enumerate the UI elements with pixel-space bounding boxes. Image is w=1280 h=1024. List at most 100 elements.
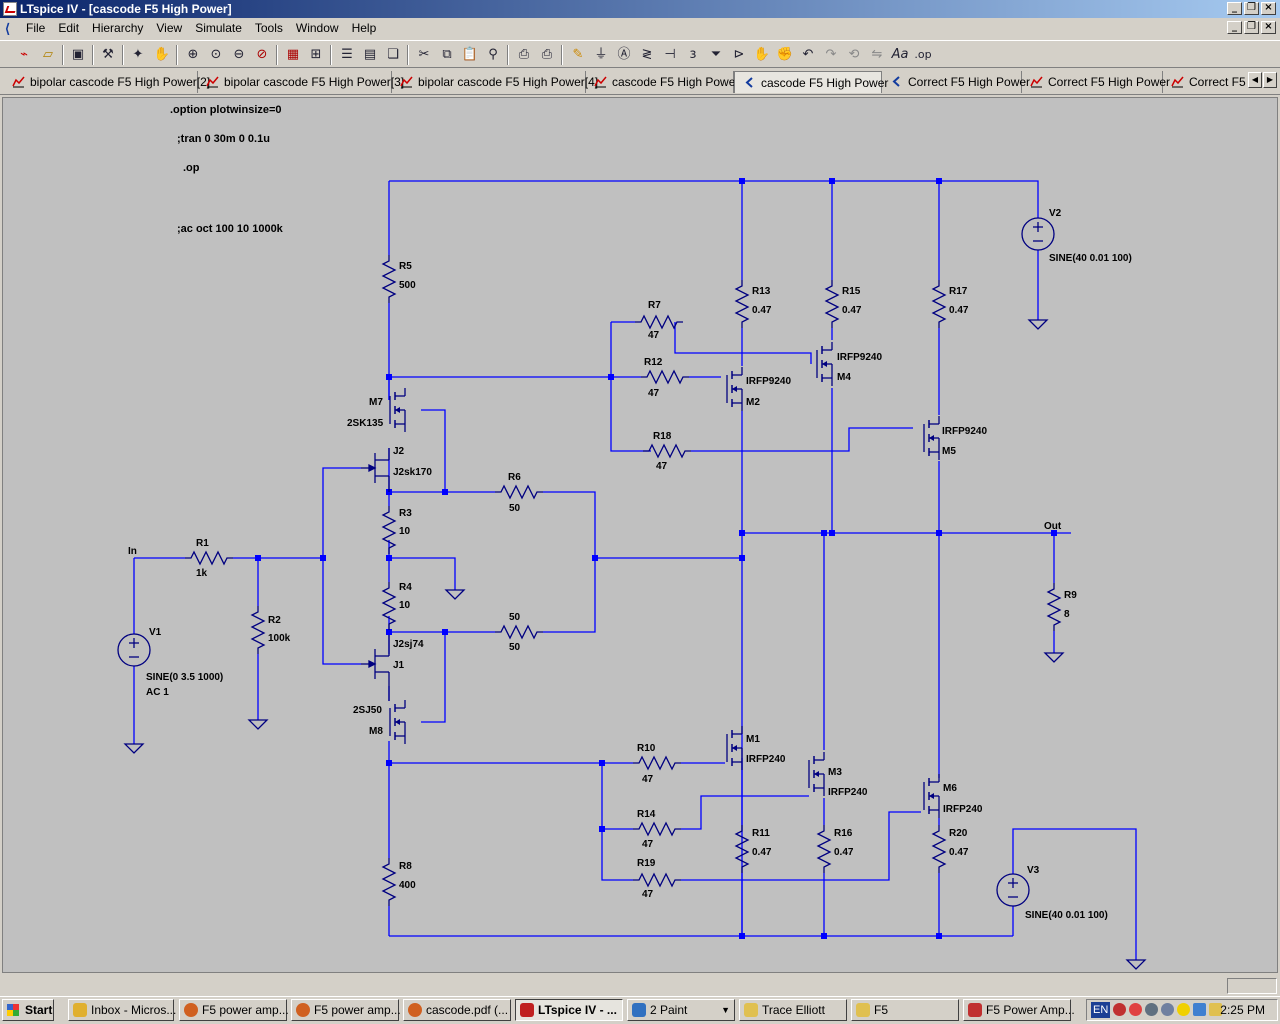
sound-icon[interactable] <box>1161 1003 1174 1016</box>
mosfet-m3[interactable] <box>808 751 825 797</box>
voltage-source-v2[interactable] <box>1021 217 1055 251</box>
control-panel-icon[interactable]: ⚒ <box>102 47 114 62</box>
clock[interactable]: 2:25 PM <box>1220 1003 1265 1017</box>
minimize-button[interactable]: _ <box>1227 2 1242 15</box>
resistor-r1[interactable] <box>184 551 234 565</box>
network-icon[interactable] <box>1145 1003 1158 1016</box>
net-label-out[interactable]: Out <box>1044 521 1062 532</box>
doc-close-button[interactable]: × <box>1261 21 1276 34</box>
jfet-j1[interactable] <box>361 635 390 701</box>
close-button[interactable]: × <box>1261 2 1276 15</box>
resistor-r17[interactable] <box>932 279 946 329</box>
voltage-source-v1[interactable] <box>117 633 151 667</box>
taskbar-item-paint[interactable]: 2 Paint ▼ <box>627 999 735 1021</box>
directive-ac[interactable]: ;ac oct 100 10 1000k <box>177 223 284 235</box>
zoom-in-icon[interactable]: ⊕ <box>187 47 199 62</box>
new-schematic-icon[interactable]: ⌁ <box>20 47 28 62</box>
print-setup-icon[interactable]: ⎙ <box>518 47 530 62</box>
zoom-out-icon[interactable]: ⊖ <box>233 47 245 62</box>
restore-button[interactable]: ❐ <box>1244 2 1259 15</box>
directive-op[interactable]: .op <box>183 162 200 174</box>
resistor-icon[interactable]: ≷ <box>641 47 653 62</box>
display-icon[interactable] <box>1193 1003 1206 1016</box>
open-icon[interactable]: ▱ <box>43 47 53 62</box>
tab-scroll-left-button[interactable]: ◀ <box>1248 72 1262 88</box>
paste-icon[interactable]: 📋 <box>461 47 479 62</box>
start-button[interactable]: Start <box>2 999 54 1021</box>
text-icon[interactable]: Aa <box>891 47 909 62</box>
tab-plot-correct[interactable]: Correct F5 High Power <box>1022 71 1170 93</box>
menu-edit[interactable]: Edit <box>58 21 80 35</box>
save-icon[interactable]: ▣ <box>71 47 85 62</box>
doc-restore-button[interactable]: ❐ <box>1244 21 1259 34</box>
label-net-icon[interactable]: Ⓐ <box>617 47 631 62</box>
folder-tray-icon[interactable] <box>1209 1003 1222 1016</box>
taskbar-item-firefox-1[interactable]: F5 power amp... <box>179 999 289 1021</box>
resistor-r8[interactable] <box>382 857 396 907</box>
menu-file[interactable]: File <box>26 21 46 35</box>
spice-directive-icon[interactable]: .op <box>914 48 932 61</box>
schematic-canvas[interactable]: .option plotwinsize=0 ;tran 0 30m 0 0.1u… <box>2 97 1278 973</box>
menu-help[interactable]: Help <box>351 21 377 35</box>
cascade-icon[interactable]: ❏ <box>387 47 399 62</box>
tab-plot-bipolar-4[interactable]: bipolar cascode F5 High Power[4] <box>392 71 598 93</box>
ground-icon[interactable]: ⏚ <box>594 47 608 62</box>
language-indicator[interactable]: EN <box>1091 1002 1111 1018</box>
autorange-icon[interactable]: ▦ <box>286 47 300 62</box>
resistor-r9[interactable] <box>1047 582 1061 632</box>
resistor-r7[interactable] <box>634 315 684 329</box>
tab-schematic-correct[interactable]: Correct F5 High Power <box>882 71 1030 93</box>
mosfet-m5[interactable] <box>923 415 940 461</box>
drag-icon[interactable]: ✊ <box>776 47 794 62</box>
taskbar-item-trace-elliott[interactable]: Trace Elliott <box>739 999 847 1021</box>
resistor-r12[interactable] <box>640 370 690 384</box>
tab-schematic-cascode[interactable]: cascode F5 High Power <box>734 71 888 93</box>
mosfet-m6[interactable] <box>923 773 940 819</box>
mosfet-m8[interactable] <box>389 699 406 745</box>
mosfet-m2[interactable] <box>726 366 743 412</box>
tab-plot-bipolar-3[interactable]: bipolar cascode F5 High Power[3] <box>198 71 404 93</box>
diode-icon[interactable]: ⏷ <box>710 47 722 62</box>
cut-icon[interactable]: ✂ <box>418 47 430 62</box>
resistor-r5[interactable] <box>382 254 396 304</box>
resistor-r13[interactable] <box>735 279 749 329</box>
zoom-pan-icon[interactable]: ⊙ <box>210 47 222 62</box>
component-icon[interactable]: ⊳ <box>733 47 745 62</box>
mosfet-m7[interactable] <box>389 387 406 433</box>
view-netlist-icon[interactable]: ⊞ <box>310 47 322 62</box>
find-icon[interactable]: ⚲ <box>488 47 498 62</box>
directive-tran[interactable]: ;tran 0 30m 0 0.1u <box>177 133 270 145</box>
resistor-r19[interactable] <box>632 873 682 887</box>
resistor-r20[interactable] <box>932 824 946 874</box>
taskbar-item-firefox-pdf[interactable]: cascode.pdf (... <box>403 999 511 1021</box>
capacitor-icon[interactable]: ⊣ <box>664 47 676 62</box>
taskbar-item-firefox-2[interactable]: F5 power amp... <box>291 999 401 1021</box>
menu-tools[interactable]: Tools <box>254 21 283 35</box>
tab-plot-correct-f5[interactable]: Correct F5 <box>1163 71 1247 93</box>
print-icon[interactable]: ⎙ <box>541 47 553 62</box>
taskbar-item-f5-folder[interactable]: F5 <box>851 999 959 1021</box>
resistor-r10[interactable] <box>632 756 682 770</box>
antivirus-icon[interactable] <box>1129 1003 1142 1016</box>
taskbar-item-outlook[interactable]: Inbox - Micros... <box>68 999 176 1021</box>
halt-icon[interactable]: ✋ <box>153 47 171 62</box>
tile-vertical-icon[interactable]: ▤ <box>363 47 377 62</box>
rotate-icon[interactable]: ⟲ <box>848 47 860 62</box>
tab-scroll-right-button[interactable]: ▶ <box>1263 72 1277 88</box>
resistor-r6[interactable] <box>494 485 544 499</box>
mosfet-m4[interactable] <box>816 341 833 387</box>
resistor-r15[interactable] <box>825 279 839 329</box>
inductor-icon[interactable]: ɜ <box>689 47 697 62</box>
move-icon[interactable]: ✋ <box>753 47 771 62</box>
tab-plot-bipolar-2[interactable]: bipolar cascode F5 High Power[2] <box>4 71 210 93</box>
menu-hierarchy[interactable]: Hierarchy <box>92 21 144 35</box>
tab-plot-cascode[interactable]: cascode F5 High Power <box>586 71 739 93</box>
mosfet-m1[interactable] <box>726 725 743 771</box>
resistor-r2[interactable] <box>251 605 265 655</box>
copy-icon[interactable]: ⧉ <box>442 47 452 62</box>
directive-option[interactable]: .option plotwinsize=0 <box>170 104 282 116</box>
voltage-source-v3[interactable] <box>996 873 1030 907</box>
resistor-50[interactable] <box>494 625 544 639</box>
doc-minimize-button[interactable]: _ <box>1227 21 1242 34</box>
taskbar-item-f5-pdf[interactable]: F5 Power Amp... <box>963 999 1075 1021</box>
